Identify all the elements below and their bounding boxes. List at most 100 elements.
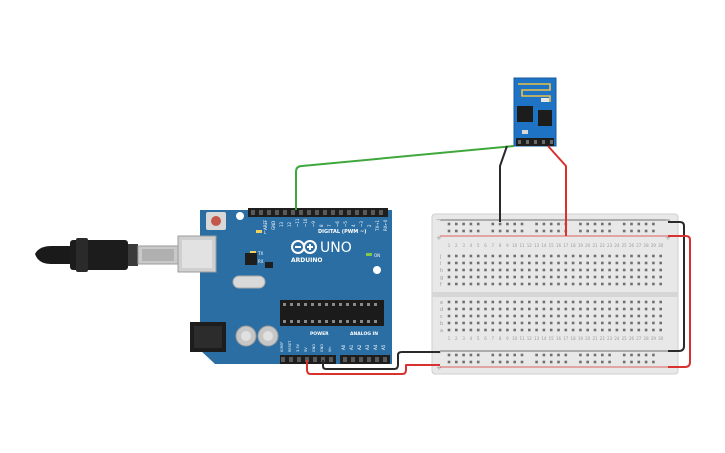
breadboard-hole[interactable]: [659, 300, 662, 304]
breadboard-hole[interactable]: [462, 307, 465, 311]
breadboard-hole[interactable]: [622, 254, 626, 258]
breadboard-hole[interactable]: [622, 321, 626, 325]
breadboard-hole[interactable]: [571, 275, 575, 279]
breadboard-hole[interactable]: [520, 328, 524, 332]
breadboard-hole[interactable]: [637, 314, 641, 318]
breadboard-hole[interactable]: [498, 222, 502, 226]
breadboard-hole[interactable]: [513, 321, 516, 325]
breadboard-hole[interactable]: [535, 229, 538, 233]
breadboard-hole[interactable]: [491, 282, 495, 286]
breadboard-hole[interactable]: [491, 353, 495, 357]
breadboard-hole[interactable]: [455, 268, 458, 272]
breadboard-hole[interactable]: [630, 268, 633, 272]
breadboard-hole[interactable]: [571, 307, 575, 311]
breadboard-hole[interactable]: [579, 307, 582, 311]
breadboard-hole[interactable]: [608, 353, 611, 357]
breadboard-hole[interactable]: [462, 360, 465, 364]
breadboard-hole[interactable]: [528, 328, 531, 332]
breadboard-hole[interactable]: [593, 254, 597, 258]
breadboard-hole[interactable]: [528, 254, 531, 258]
breadboard-hole[interactable]: [520, 268, 524, 272]
breadboard-hole[interactable]: [557, 275, 560, 279]
breadboard-hole[interactable]: [564, 275, 568, 279]
breadboard-hole[interactable]: [498, 321, 502, 325]
breadboard-hole[interactable]: [564, 268, 568, 272]
breadboard-hole[interactable]: [513, 254, 516, 258]
breadboard-hole[interactable]: [644, 353, 648, 357]
breadboard-hole[interactable]: [476, 307, 480, 311]
breadboard-hole[interactable]: [455, 222, 458, 226]
breadboard-hole[interactable]: [601, 282, 604, 286]
breadboard-hole[interactable]: [535, 300, 538, 304]
breadboard-hole[interactable]: [601, 254, 604, 258]
breadboard-hole[interactable]: [491, 300, 495, 304]
breadboard-hole[interactable]: [506, 360, 509, 364]
breadboard-hole[interactable]: [637, 321, 641, 325]
breadboard-hole[interactable]: [564, 353, 568, 357]
breadboard-hole[interactable]: [652, 282, 655, 286]
breadboard-hole[interactable]: [528, 268, 531, 272]
breadboard-hole[interactable]: [462, 314, 465, 318]
breadboard-hole[interactable]: [476, 275, 480, 279]
breadboard-hole[interactable]: [579, 268, 582, 272]
breadboard-hole[interactable]: [455, 275, 458, 279]
breadboard-hole[interactable]: [520, 261, 524, 265]
breadboard-hole[interactable]: [579, 282, 582, 286]
breadboard-hole[interactable]: [652, 353, 655, 357]
breadboard-hole[interactable]: [615, 268, 619, 272]
breadboard-hole[interactable]: [513, 229, 516, 233]
breadboard-hole[interactable]: [601, 360, 604, 364]
breadboard-hole[interactable]: [455, 300, 458, 304]
breadboard-hole[interactable]: [506, 222, 509, 226]
breadboard-hole[interactable]: [506, 268, 509, 272]
breadboard-hole[interactable]: [622, 314, 626, 318]
breadboard[interactable]: − + − + − + j i h g f e d c b a 11223344…: [431, 213, 679, 375]
breadboard-hole[interactable]: [579, 360, 582, 364]
breadboard-hole[interactable]: [586, 321, 589, 325]
breadboard-hole[interactable]: [586, 282, 589, 286]
breadboard-hole[interactable]: [476, 229, 480, 233]
breadboard-hole[interactable]: [601, 307, 604, 311]
breadboard-hole[interactable]: [455, 254, 458, 258]
breadboard-hole[interactable]: [462, 328, 465, 332]
breadboard-hole[interactable]: [549, 222, 553, 226]
breadboard-hole[interactable]: [571, 254, 575, 258]
breadboard-hole[interactable]: [491, 222, 495, 226]
breadboard-hole[interactable]: [455, 261, 458, 265]
breadboard-hole[interactable]: [637, 254, 641, 258]
breadboard-hole[interactable]: [506, 261, 509, 265]
breadboard-hole[interactable]: [615, 254, 619, 258]
breadboard-hole[interactable]: [579, 229, 582, 233]
breadboard-hole[interactable]: [622, 360, 626, 364]
breadboard-hole[interactable]: [513, 222, 516, 226]
breadboard-hole[interactable]: [469, 261, 473, 265]
breadboard-hole[interactable]: [549, 229, 553, 233]
breadboard-hole[interactable]: [586, 261, 589, 265]
breadboard-hole[interactable]: [659, 254, 662, 258]
breadboard-hole[interactable]: [520, 229, 524, 233]
breadboard-hole[interactable]: [637, 268, 641, 272]
breadboard-hole[interactable]: [469, 360, 473, 364]
breadboard-hole[interactable]: [535, 268, 538, 272]
breadboard-hole[interactable]: [622, 229, 626, 233]
breadboard-hole[interactable]: [469, 321, 473, 325]
breadboard-hole[interactable]: [557, 254, 560, 258]
breadboard-hole[interactable]: [491, 360, 495, 364]
breadboard-hole[interactable]: [469, 307, 473, 311]
breadboard-hole[interactable]: [557, 282, 560, 286]
breadboard-hole[interactable]: [586, 360, 589, 364]
breadboard-hole[interactable]: [593, 300, 597, 304]
breadboard-hole[interactable]: [469, 314, 473, 318]
wire-black-gnd[interactable]: [322, 351, 440, 370]
breadboard-hole[interactable]: [513, 275, 516, 279]
breadboard-hole[interactable]: [535, 275, 538, 279]
breadboard-hole[interactable]: [469, 300, 473, 304]
breadboard-hole[interactable]: [608, 282, 611, 286]
breadboard-hole[interactable]: [593, 261, 597, 265]
breadboard-hole[interactable]: [579, 261, 582, 265]
breadboard-hole[interactable]: [491, 229, 495, 233]
breadboard-hole[interactable]: [506, 314, 509, 318]
breadboard-hole[interactable]: [637, 261, 641, 265]
breadboard-hole[interactable]: [608, 254, 611, 258]
breadboard-hole[interactable]: [608, 307, 611, 311]
